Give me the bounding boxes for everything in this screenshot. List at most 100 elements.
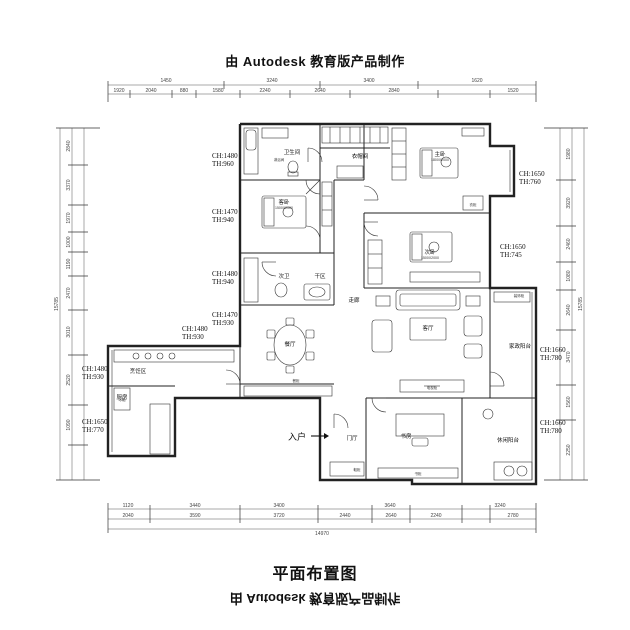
room-label-dining: 餐厅 (284, 340, 296, 348)
dim-label: 1450 (160, 78, 171, 84)
dim-label: 2780 (507, 513, 518, 519)
dim-label: 1080 (566, 270, 572, 281)
dim-label: 1580 (212, 88, 223, 94)
room-label-second: 次卧 (424, 248, 436, 256)
room-label-master-sub: 1800X2000 (431, 158, 449, 162)
dim-label: 1090 (66, 419, 72, 430)
room-label-balcony1: 家政阳台 (509, 342, 532, 350)
dim-total-label: 14970 (315, 531, 329, 537)
dim-label: 2840 (66, 140, 72, 151)
dim-label: 1520 (507, 88, 518, 94)
dim-label: 2440 (339, 513, 350, 519)
th-label: TH:780 (540, 354, 562, 362)
cabinet-label: 衣柜 (470, 202, 478, 207)
th-label: TH:960 (212, 160, 234, 168)
ch-label: CH:1650 (500, 243, 526, 251)
dim-label: 1000 (66, 236, 72, 247)
dim-label: 3590 (189, 513, 200, 519)
th-label: TH:930 (212, 319, 234, 327)
dim-label: 2840 (388, 88, 399, 94)
room-label-corridor: 走廊 (348, 296, 360, 304)
dim-label: 2250 (566, 444, 572, 455)
room-labels: 卫生间 淋浴间 衣帽间 主卧 1800X2000 客卧 1500X2000 次卧… (116, 148, 531, 476)
room-label-second-sub: 1500X2000 (421, 256, 439, 260)
dim-label: 2040 (122, 513, 133, 519)
dim-total-label: 15785 (54, 297, 60, 311)
dim-label: 2640 (566, 304, 572, 315)
ch-label: CH:1650 (519, 170, 545, 178)
dim-total-label: 15785 (578, 297, 584, 311)
cabinet-label: 鞋柜 (354, 467, 362, 472)
dim-label: 3640 (384, 503, 395, 509)
dim-label: 3400 (273, 503, 284, 509)
room-label-foyer: 门厅 (346, 434, 358, 442)
dim-label: 2640 (314, 88, 325, 94)
cabinet-label: 装饰柜 (514, 293, 525, 298)
ch-label: CH:1480 (212, 152, 238, 160)
dim-label: 3370 (66, 179, 72, 190)
dim-label: 2240 (259, 88, 270, 94)
doors (225, 147, 505, 429)
watermark-top: 由 Autodesk 教育版产品制作 (225, 54, 405, 69)
th-label: TH:760 (519, 178, 541, 186)
room-label-walkin: 衣帽间 (352, 152, 369, 160)
ch-label: CH:1480 (182, 325, 208, 333)
ch-label: CH:1480 (212, 270, 238, 278)
entry-label: 入户 (288, 431, 306, 442)
dim-label: 1620 (471, 78, 482, 84)
dim-label: 1970 (66, 212, 72, 223)
dim-left-labels: 2840 3370 1970 1000 1190 2470 3010 2520 … (54, 140, 72, 430)
ch-label: CH:1480 (82, 365, 108, 373)
dim-label: 2040 (145, 88, 156, 94)
room-label-study: 书房 (400, 432, 412, 440)
dim-label: 2640 (385, 513, 396, 519)
dim-bottom-inner-labels: 2040 3590 3720 2440 2640 2240 2780 (122, 513, 518, 519)
dim-label: 1920 (113, 88, 124, 94)
height-tags: CH:1480 TH:960 CH:1470 TH:940 CH:1480 TH… (82, 152, 566, 435)
dim-label: 3470 (566, 351, 572, 362)
dim-label: 1560 (566, 396, 572, 407)
room-label-kitchen: 厨房 (116, 393, 128, 401)
room-label-bath1: 卫生间 (284, 148, 301, 156)
dim-label: 3440 (189, 503, 200, 509)
cabinet-label: 冰箱 (119, 397, 126, 402)
th-label: TH:930 (82, 373, 104, 381)
dim-label: 3240 (494, 503, 505, 509)
ch-label: CH:1660 (540, 346, 566, 354)
th-label: TH:770 (82, 426, 104, 434)
th-label: TH:780 (540, 427, 562, 435)
exterior-walls (106, 122, 538, 486)
th-label: TH:940 (212, 216, 234, 224)
dim-label: 3240 (266, 78, 277, 84)
room-label-balcony2: 休闲阳台 (497, 436, 520, 444)
page-title: 平面布置图 (272, 566, 358, 583)
room-label-bath2: 次卫 (278, 272, 290, 280)
dim-label: 1120 (123, 503, 134, 509)
room-label-master: 主卧 (434, 150, 446, 158)
cabinet-label: 餐柜 (293, 378, 301, 383)
room-label-cook: 烹饪区 (130, 367, 147, 375)
dim-label: 1190 (66, 258, 72, 269)
entry-arrow: 入户 (288, 431, 329, 442)
ch-label: CH:1660 (540, 419, 566, 427)
th-label: TH:745 (500, 251, 522, 259)
dim-top-outer-labels: 1450 3240 3400 1620 (160, 78, 482, 84)
dim-right-labels: 1980 3920 2460 1080 2640 3470 1560 2250 … (566, 148, 584, 455)
dim-label: 3010 (66, 326, 72, 337)
room-label-guest: 客卧 (278, 198, 290, 206)
cabinet-label: 书柜 (415, 471, 423, 476)
room-label-living: 客厅 (422, 324, 434, 332)
dim-label: 2460 (566, 238, 572, 249)
ch-label: CH:1470 (212, 208, 238, 216)
dim-label: 3920 (566, 197, 572, 208)
dim-label: 2470 (66, 287, 72, 298)
th-label: TH:940 (212, 278, 234, 286)
dim-label: 1980 (566, 148, 572, 159)
dim-bottom-outer-labels: 1120 3440 3400 3640 3240 (123, 503, 506, 509)
ch-label: CH:1470 (212, 311, 238, 319)
dim-label: 2520 (66, 374, 72, 385)
th-label: TH:930 (182, 333, 204, 341)
room-label-bath1-sub: 淋浴间 (274, 157, 285, 162)
dim-label: 3400 (363, 78, 374, 84)
